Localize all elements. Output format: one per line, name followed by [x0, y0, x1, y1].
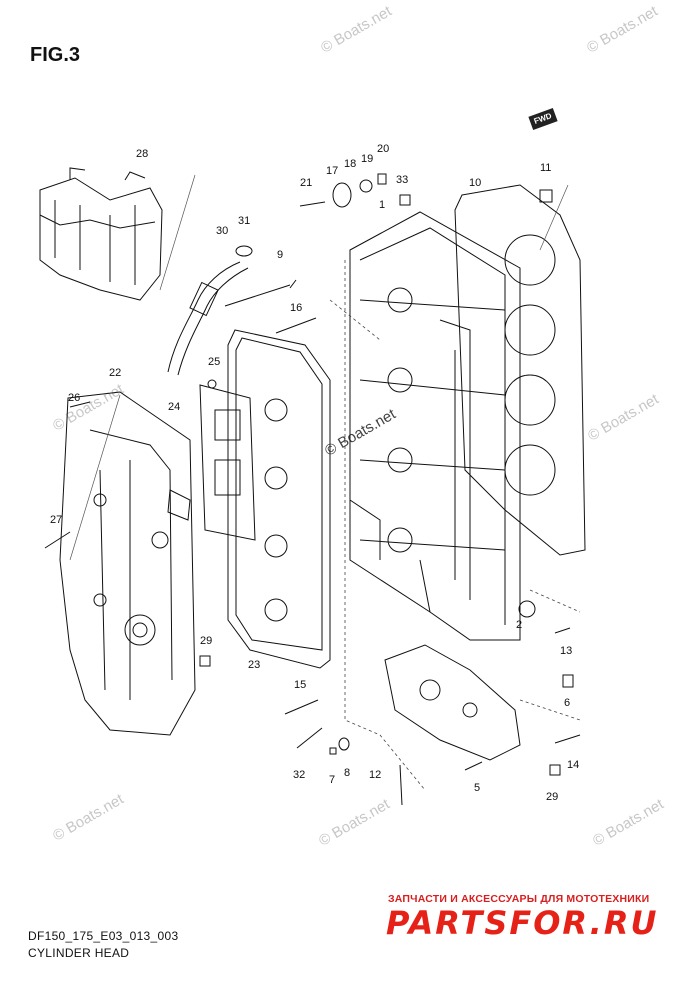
- callout-33: 33: [396, 174, 408, 186]
- site-logo: PARTSFOR.RU: [386, 904, 659, 942]
- callout-6: 6: [564, 697, 570, 709]
- callout-13: 13: [560, 645, 572, 657]
- callout-16: 16: [290, 302, 302, 314]
- callout-28: 28: [136, 148, 148, 160]
- callout-31: 31: [238, 215, 250, 227]
- callout-15: 15: [294, 679, 306, 691]
- callout-30: 30: [216, 225, 228, 237]
- callout-8: 8: [344, 767, 350, 779]
- part-28-cover: [39, 167, 163, 301]
- callout-18: 18: [344, 158, 356, 170]
- callout-12: 12: [369, 769, 381, 781]
- part-22-side-cover: [59, 391, 196, 736]
- part-30-hose: [167, 245, 253, 376]
- site-tagline: ЗАПЧАСТИ И АКСЕССУАРЫ ДЛЯ МОТОТЕХНИКИ: [388, 893, 650, 905]
- callout-11: 11: [540, 162, 551, 174]
- callout-29-left: 29: [200, 635, 212, 647]
- callout-27: 27: [50, 514, 62, 526]
- callout-29-right: 29: [546, 791, 558, 803]
- callout-9: 9: [277, 249, 283, 261]
- diagram-name: CYLINDER HEAD: [28, 946, 130, 960]
- callout-10: 10: [469, 177, 481, 189]
- callout-24: 24: [168, 401, 180, 413]
- callout-25: 25: [208, 356, 220, 368]
- callout-17: 17: [326, 165, 338, 177]
- callout-26: 26: [68, 392, 80, 404]
- callout-22: 22: [109, 367, 121, 379]
- figure-title: FIG.3: [30, 44, 81, 66]
- diagram-code: DF150_175_E03_013_003: [28, 929, 179, 943]
- bolt-parts: [44, 173, 581, 806]
- part-1-cylinder-head: [349, 211, 521, 641]
- callout-14: 14: [567, 759, 579, 771]
- part-23-gasket: [227, 329, 331, 669]
- callout-21: 21: [300, 177, 312, 189]
- callout-20: 20: [377, 143, 389, 155]
- callout-5: 5: [474, 782, 480, 794]
- callout-19: 19: [361, 153, 373, 165]
- callout-7: 7: [329, 774, 335, 786]
- callout-23: 23: [248, 659, 260, 671]
- callout-2: 2: [516, 619, 522, 631]
- part-5-housing: [384, 644, 521, 761]
- callout-32: 32: [293, 769, 305, 781]
- callout-1: 1: [379, 199, 385, 211]
